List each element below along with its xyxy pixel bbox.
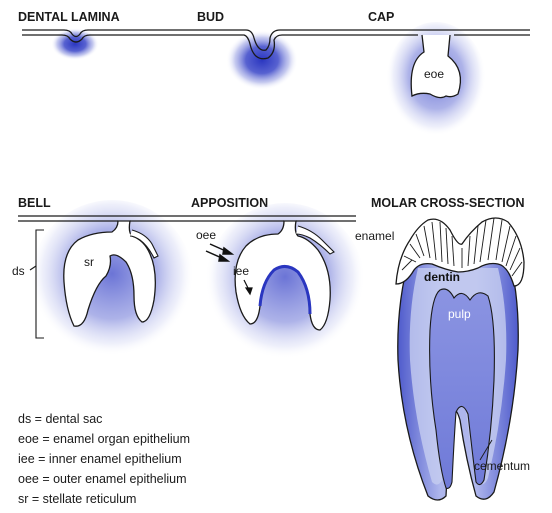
label-cementum: cementum — [474, 459, 530, 473]
legend-item: sr = stellate reticulum — [18, 492, 136, 506]
label-iee: iee — [233, 264, 249, 278]
label-ds: ds — [12, 264, 25, 278]
label-eoe: eoe — [424, 67, 444, 81]
label-dentin: dentin — [424, 270, 460, 284]
legend-item: oee = outer enamel epithelium — [18, 472, 187, 486]
title-bud: BUD — [197, 10, 224, 24]
bud-tissue — [226, 30, 298, 90]
legend-item: iee = inner enamel epithelium — [18, 452, 182, 466]
label-oee: oee — [196, 228, 216, 242]
title-cap: CAP — [368, 10, 394, 24]
bell-dental-sac-halo — [30, 200, 194, 364]
title-bell: BELL — [18, 196, 51, 210]
title-apposition: APPOSITION — [191, 196, 268, 210]
title-molar-cross-section: MOLAR CROSS-SECTION — [371, 196, 524, 210]
legend-item: eoe = enamel organ epithelium — [18, 432, 190, 446]
label-enamel: enamel — [355, 229, 394, 243]
dental-lamina-tissue — [51, 28, 99, 60]
label-sr: sr — [84, 255, 94, 269]
title-dental-lamina: DENTAL LAMINA — [18, 10, 120, 24]
label-pulp: pulp — [448, 307, 471, 321]
legend-item: ds = dental sac — [18, 412, 102, 426]
legend: ds = dental sac eoe = enamel organ epith… — [18, 412, 190, 506]
